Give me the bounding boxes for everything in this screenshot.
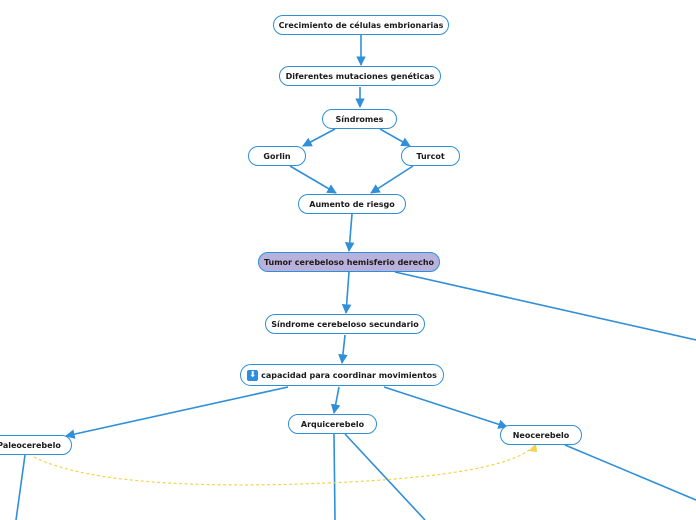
edge-n9-n12: [383, 386, 508, 429]
node-mutaciones[interactable]: Diferentes mutaciones genéticas: [279, 66, 441, 86]
node-tumor-central[interactable]: Tumor cerebeloso hemisferio derecho: [258, 252, 440, 272]
relation-arrowhead: [529, 443, 537, 452]
node-gorlin[interactable]: Gorlin: [248, 146, 306, 166]
edge-n9-n11: [330, 386, 341, 414]
edge-n6-n7: [344, 213, 355, 252]
node-aumento-riesgo[interactable]: Aumento de riesgo: [298, 194, 406, 214]
arrow-down-icon: ⬇: [247, 369, 259, 381]
node-capacidad-label: capacidad para coordinar movimientos: [261, 370, 437, 380]
node-arquicerebelo[interactable]: Arquicerebelo: [288, 414, 377, 434]
edge-n4-n6: [289, 165, 337, 194]
edge-n3-n5: [379, 128, 411, 147]
edge-n9-n10: [65, 386, 289, 439]
node-capacidad[interactable]: ⬇ capacidad para coordinar movimientos: [240, 364, 444, 386]
edge-n10-offpage: [15, 454, 26, 520]
edge-n7-n8: [341, 271, 352, 314]
relation-n10-n12: [33, 446, 534, 486]
node-sindrome-cerebeloso[interactable]: Síndrome cerebeloso secundario: [265, 314, 425, 334]
node-neocerebelo[interactable]: Neocerebelo: [500, 425, 582, 445]
node-crecimiento[interactable]: Crecimiento de células embrionarias: [273, 15, 449, 35]
edge-n11-offpage-b: [344, 433, 426, 520]
edge-n11-offpage-a: [333, 433, 336, 520]
edge-n7-offpage: [394, 271, 696, 341]
node-turcot[interactable]: Turcot: [401, 146, 460, 166]
edge-n3-n4: [302, 128, 336, 147]
node-paleocerebelo[interactable]: Paleocerebelo: [0, 435, 72, 455]
edge-n12-offpage: [564, 444, 696, 501]
edge-n5-n6: [370, 165, 414, 194]
edge-n8-n9: [338, 334, 348, 364]
node-sindromes[interactable]: Síndromes: [322, 109, 397, 129]
